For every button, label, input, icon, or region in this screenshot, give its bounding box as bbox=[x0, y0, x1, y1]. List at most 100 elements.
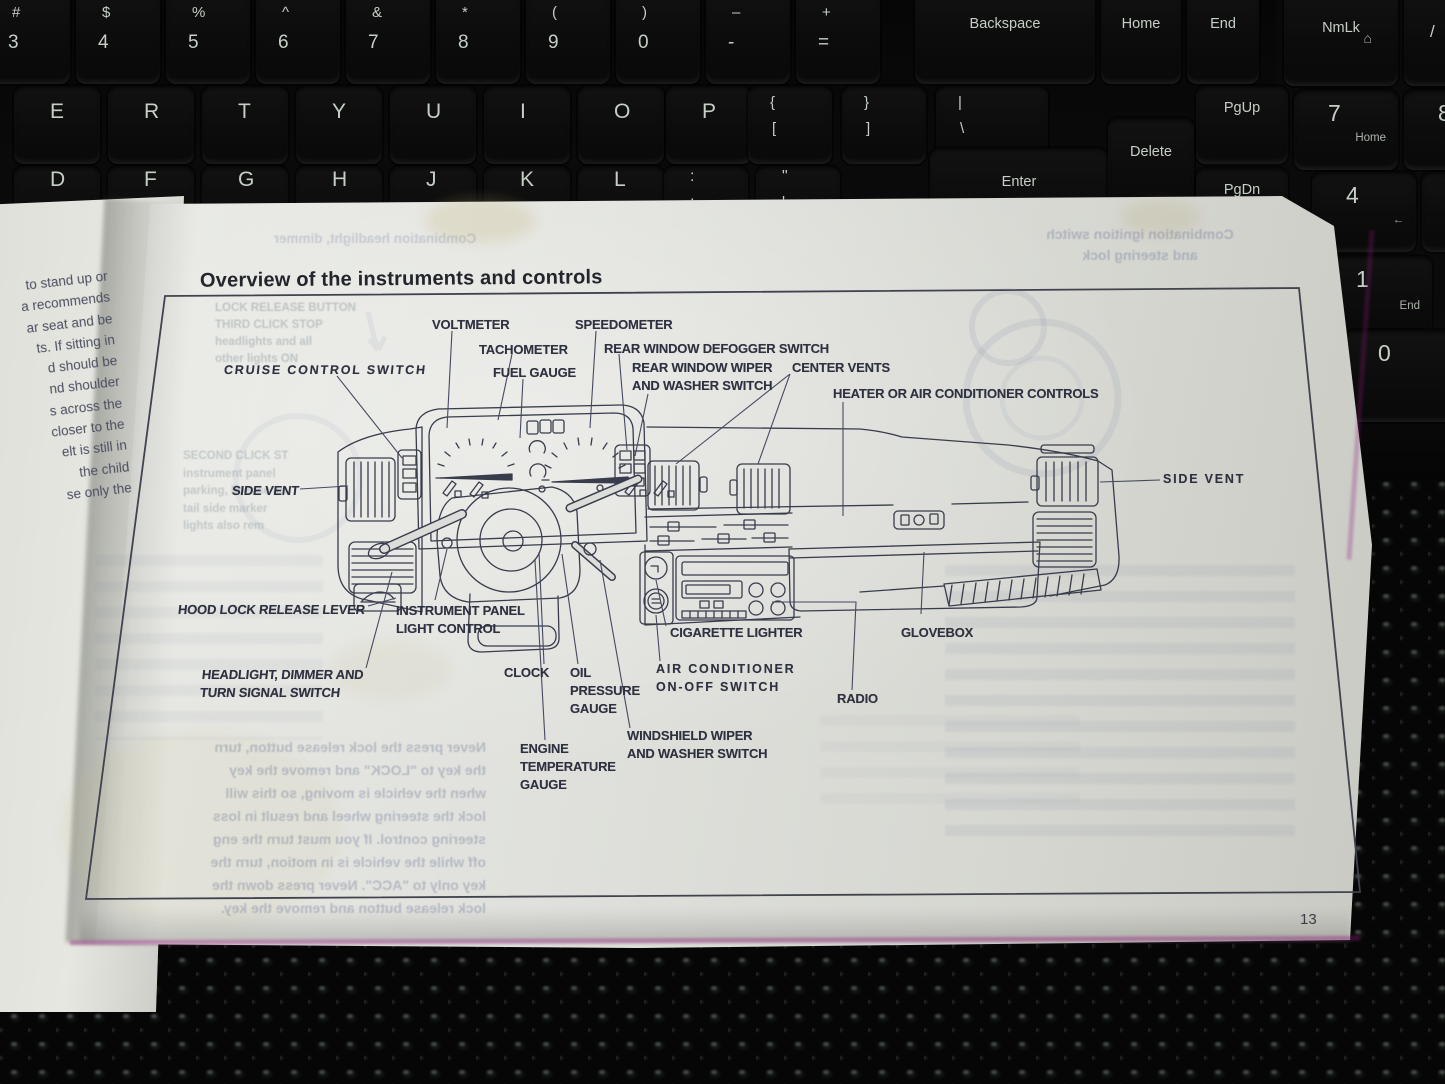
key-legend: ) bbox=[642, 4, 647, 21]
keyboard-key-Y: Y bbox=[296, 86, 382, 164]
keyboard-key-T: T bbox=[202, 86, 288, 164]
keyboard-key-np8: 8 bbox=[1404, 90, 1445, 170]
key-legend-secondary: \ bbox=[960, 120, 965, 137]
diagram-label-glovebox: GLOVEBOX bbox=[901, 625, 974, 640]
key-legend-secondary: 7 bbox=[368, 32, 379, 53]
diagram-label-speedometer: SPEEDOMETER bbox=[575, 317, 673, 332]
keyboard-key-pgup: PgUp bbox=[1196, 86, 1288, 164]
keyboard-key-7: &7 bbox=[346, 0, 430, 84]
keyboard-key-np-divide: / bbox=[1404, 0, 1445, 86]
key-legend: Enter bbox=[1001, 174, 1037, 190]
key-legend-secondary: 4 bbox=[98, 32, 109, 53]
keyboard-key-4: $4 bbox=[76, 0, 160, 84]
key-legend: 8 bbox=[1438, 100, 1445, 126]
ghost-text-top-left: Combination headlight, dimmer bbox=[273, 231, 477, 246]
key-legend: T bbox=[238, 100, 251, 123]
key-legend-sub: End bbox=[1399, 300, 1420, 312]
keyboard-key-P: P bbox=[666, 86, 752, 164]
page-stain bbox=[425, 198, 535, 243]
page-number: 13 bbox=[1300, 911, 1317, 928]
keyboard-key-bracket-right: }] bbox=[842, 86, 926, 164]
ghost-text-bars-left bbox=[95, 555, 323, 740]
key-legend: Y bbox=[332, 100, 347, 123]
key-legend: | bbox=[958, 94, 962, 111]
key-legend-secondary: [ bbox=[772, 120, 777, 137]
key-legend: } bbox=[864, 94, 870, 111]
key-legend: 4 bbox=[1346, 182, 1359, 208]
key-legend: End bbox=[1210, 16, 1236, 32]
key-legend: & bbox=[372, 4, 383, 21]
key-legend: K bbox=[520, 168, 535, 191]
key-legend: # bbox=[12, 4, 21, 21]
diagram-label-voltmeter: VOLTMETER bbox=[432, 317, 510, 332]
key-legend-secondary: - bbox=[728, 32, 735, 53]
page-stain bbox=[1120, 200, 1200, 235]
key-legend: PgDn bbox=[1223, 182, 1261, 198]
ghost-text-bottom-left: Never press the lock release button, tur… bbox=[210, 739, 486, 916]
diagram-label-tachometer: TACHOMETER bbox=[479, 342, 568, 357]
keyboard-key-home: Home bbox=[1101, 0, 1181, 84]
key-legend: G bbox=[238, 168, 255, 191]
key-legend: + bbox=[822, 4, 831, 21]
keyboard-key-5: %5 bbox=[166, 0, 250, 84]
key-legend: R bbox=[144, 100, 160, 123]
key-legend-secondary: 5 bbox=[188, 32, 199, 53]
key-legend: F bbox=[144, 168, 157, 191]
page-bottom-shadow bbox=[80, 908, 1350, 942]
key-legend: E bbox=[50, 100, 65, 123]
keyboard-key-I: I bbox=[484, 86, 570, 164]
diagram-label-clock: CLOCK bbox=[504, 665, 550, 680]
keyboard-key-8: *8 bbox=[436, 0, 520, 84]
page-title: Overview of the instruments and controls bbox=[199, 266, 603, 292]
key-legend: 7 bbox=[1328, 100, 1341, 126]
key-legend: D bbox=[50, 168, 66, 191]
key-legend-secondary: ] bbox=[866, 120, 871, 137]
key-legend: * bbox=[462, 4, 468, 21]
key-legend: NmLk bbox=[1322, 20, 1360, 36]
key-legend: 0 bbox=[1378, 340, 1391, 366]
key-legend: ( bbox=[552, 4, 557, 21]
keyboard-key-3: #3 bbox=[0, 0, 70, 84]
keyboard-key-0: )0 bbox=[616, 0, 700, 84]
key-legend-secondary: 9 bbox=[548, 32, 559, 53]
diagram-label-rear-window-defogger-switch: REAR WINDOW DEFOGGER SWITCH bbox=[604, 341, 829, 356]
diagram-label-hood-lock-release-lever: HOOD LOCK RELEASE LEVER bbox=[177, 602, 366, 617]
keyboard-key-numlock: NmLk⌂ bbox=[1284, 0, 1398, 86]
key-legend: 1 bbox=[1356, 266, 1369, 292]
keyboard-key-9: (9 bbox=[526, 0, 610, 84]
keyboard-key-bracket-left: {[ bbox=[748, 86, 832, 164]
key-legend: ^ bbox=[282, 4, 290, 21]
key-legend: $ bbox=[102, 4, 111, 21]
keyboard-key-minus: –- bbox=[706, 0, 790, 84]
keyboard-key-backspace: Backspace bbox=[915, 0, 1095, 84]
key-legend: – bbox=[732, 4, 741, 21]
diagram-label-fuel-gauge: FUEL GAUGE bbox=[493, 365, 576, 380]
key-legend: H bbox=[332, 168, 348, 191]
key-legend: % bbox=[192, 4, 206, 21]
key-legend-secondary: 6 bbox=[278, 32, 289, 53]
keyboard-key-equals: += bbox=[796, 0, 880, 84]
keyboard-key-R: R bbox=[108, 86, 194, 164]
key-legend: " bbox=[782, 168, 788, 185]
diagram-label-heater-or-air-conditioner-controls: HEATER OR AIR CONDITIONER CONTROLS bbox=[833, 386, 1099, 401]
key-legend: J bbox=[426, 168, 437, 191]
diagram-label-cigarette-lighter: CIGARETTE LIGHTER bbox=[670, 625, 803, 640]
diagram-label-side-vent-left: SIDE VENT bbox=[231, 483, 300, 498]
diagram-label-side-vent-right: SIDE VENT bbox=[1163, 472, 1246, 486]
key-legend: { bbox=[770, 94, 776, 111]
key-legend: Backspace bbox=[969, 16, 1041, 32]
diagram-label-center-vents: CENTER VENTS bbox=[792, 360, 891, 375]
keyboard-key-np5: 5 bbox=[1422, 172, 1445, 252]
key-legend: I bbox=[520, 100, 526, 123]
